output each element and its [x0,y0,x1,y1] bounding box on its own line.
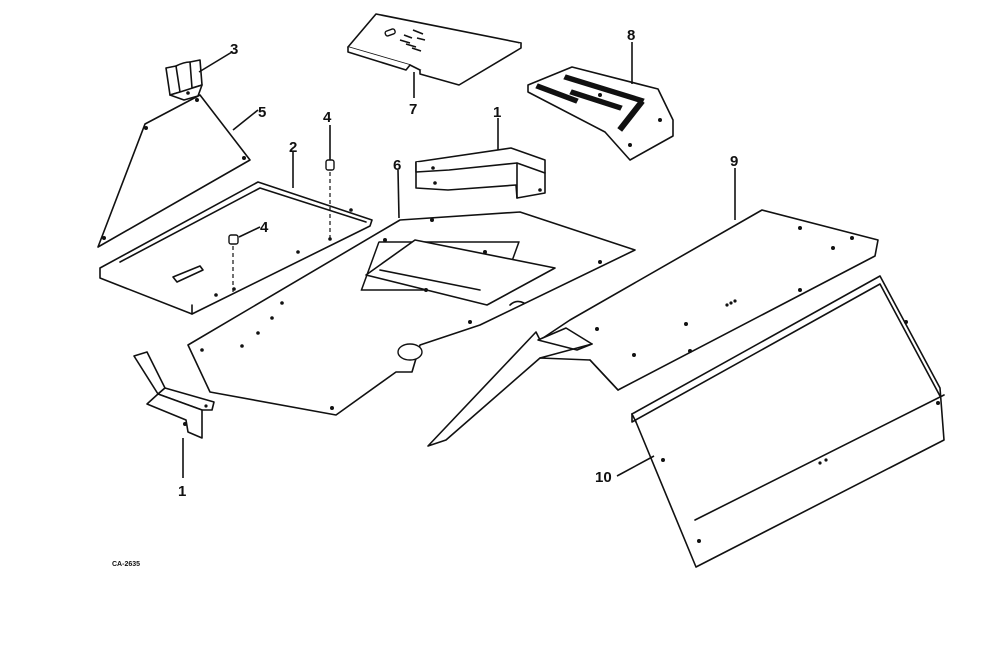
part-1-upper-bracket [415,147,546,199]
callout-5: 5 [258,104,266,121]
callout-7: 7 [409,101,417,118]
part-5-triangular-plate [97,94,251,248]
callout-labels: 3 5 2 4 4 6 7 8 1 9 10 1 CA-2635 [112,27,738,568]
callout-4-mid: 4 [260,219,269,236]
callout-10: 10 [595,469,612,486]
callout-2: 2 [289,139,297,156]
part-3-clip [165,59,203,101]
callout-1-bottom: 1 [178,483,186,500]
part-9-sloped-panel [427,209,879,447]
part-7-plate [347,13,522,86]
callout-6: 6 [393,157,401,174]
callout-3: 3 [230,41,238,58]
leader-lines [182,42,736,478]
part-10-hinged-panel [631,275,945,568]
part-6-main-panel [187,211,636,416]
drawing-code: CA-2635 [112,561,140,568]
callout-9: 9 [730,153,738,170]
callout-8: 8 [627,27,635,44]
part-2-floor-plate [99,181,373,315]
part-8-slotted-bracket [527,66,674,161]
part-1-lower-bracket [133,351,215,439]
callout-1-top: 1 [493,104,501,121]
part-4-bolts [228,159,335,292]
callout-4-top: 4 [323,109,332,126]
